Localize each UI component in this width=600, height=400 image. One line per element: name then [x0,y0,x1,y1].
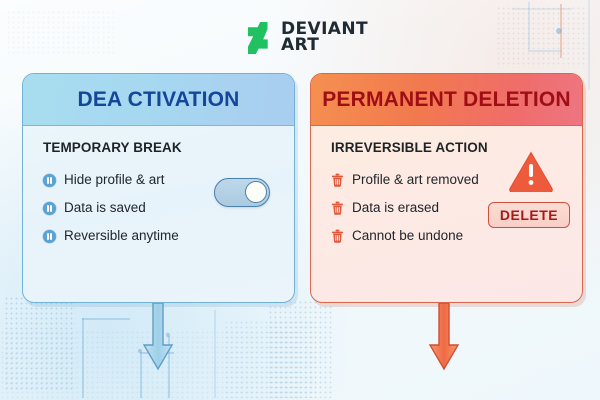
deviantart-logo-icon [248,22,268,54]
list-item-label: Profile & art removed [352,172,479,188]
deletion-feature-list: Profile & art removed Data is erased [331,166,582,250]
circuit-node [556,28,562,34]
logo-text-line1: DEVIANT [281,19,368,40]
background-dot-grid [4,296,76,392]
circuit-trace [528,2,530,50]
list-item: Cannot be undone [331,222,582,250]
card-deactivation-subtitle: TEMPORARY BREAK [43,140,182,155]
trash-icon [332,173,343,187]
deactivation-feature-list: Hide profile & art Data is saved Reversi… [43,166,294,250]
circuit-node [138,349,142,353]
card-deletion-title: PERMANENT DELETION [322,87,571,111]
background-dot-grid [496,6,588,68]
circuit-trace [528,50,562,52]
toggle-switch-knob[interactable] [245,180,267,203]
background-dot-grid [224,320,316,398]
circuit-trace [168,336,170,398]
list-item: Reversible anytime [43,222,294,250]
logo-text-line2: ART [281,35,320,55]
background-dot-grid [6,10,114,56]
background-dot-grid [0,330,300,400]
card-deletion-body: IRREVERSIBLE ACTION Profile & art remove… [311,126,582,302]
circuit-trace [214,310,216,398]
deactivation-toggle-switch[interactable] [214,178,270,207]
delete-button[interactable]: DELETE [488,202,570,228]
card-deactivation-header: DEA CTIVATION [23,74,294,126]
circuit-trace [82,318,84,398]
background-dot-grid [268,300,332,398]
list-item: Hide profile & art [43,166,294,194]
deviantart-logo: DEVIANT ART [248,16,368,60]
circuit-trace [140,352,142,398]
warning-triangle-icon [509,151,553,192]
arrow-down-deletion-icon [428,303,460,371]
trash-icon [332,201,343,215]
list-item-label: Cannot be undone [352,228,464,244]
circuit-node [166,333,170,337]
card-deactivation-body: TEMPORARY BREAK Hide profile & art Data … [23,126,294,302]
list-item-label: Data is erased [352,200,440,216]
pause-icon [43,229,56,243]
circuit-trace [588,0,590,90]
list-item-label: Data is saved [64,200,146,216]
list-item: Data is erased [331,194,582,222]
trash-icon [332,229,343,243]
pause-icon [43,201,56,215]
list-item: Profile & art removed [331,166,582,194]
card-deactivation-title: DEA CTIVATION [77,87,240,111]
deviantart-wordmark: DEVIANT ART [281,19,368,55]
card-deletion-subtitle: IRREVERSIBLE ACTION [331,140,488,155]
arrow-down-deactivation-icon [142,303,174,371]
circuit-trace [512,8,572,10]
list-item-label: Hide profile & art [64,172,165,188]
card-deletion: PERMANENT DELETION IRREVERSIBLE ACTION P… [310,73,583,303]
pause-icon [43,173,56,187]
list-item: Data is saved [43,194,294,222]
list-item-label: Reversible anytime [64,228,179,244]
card-deactivation: DEA CTIVATION TEMPORARY BREAK Hide profi… [22,73,295,303]
circuit-trace [82,318,130,320]
card-deletion-header: PERMANENT DELETION [311,74,582,126]
delete-button-label: DELETE [499,207,559,223]
